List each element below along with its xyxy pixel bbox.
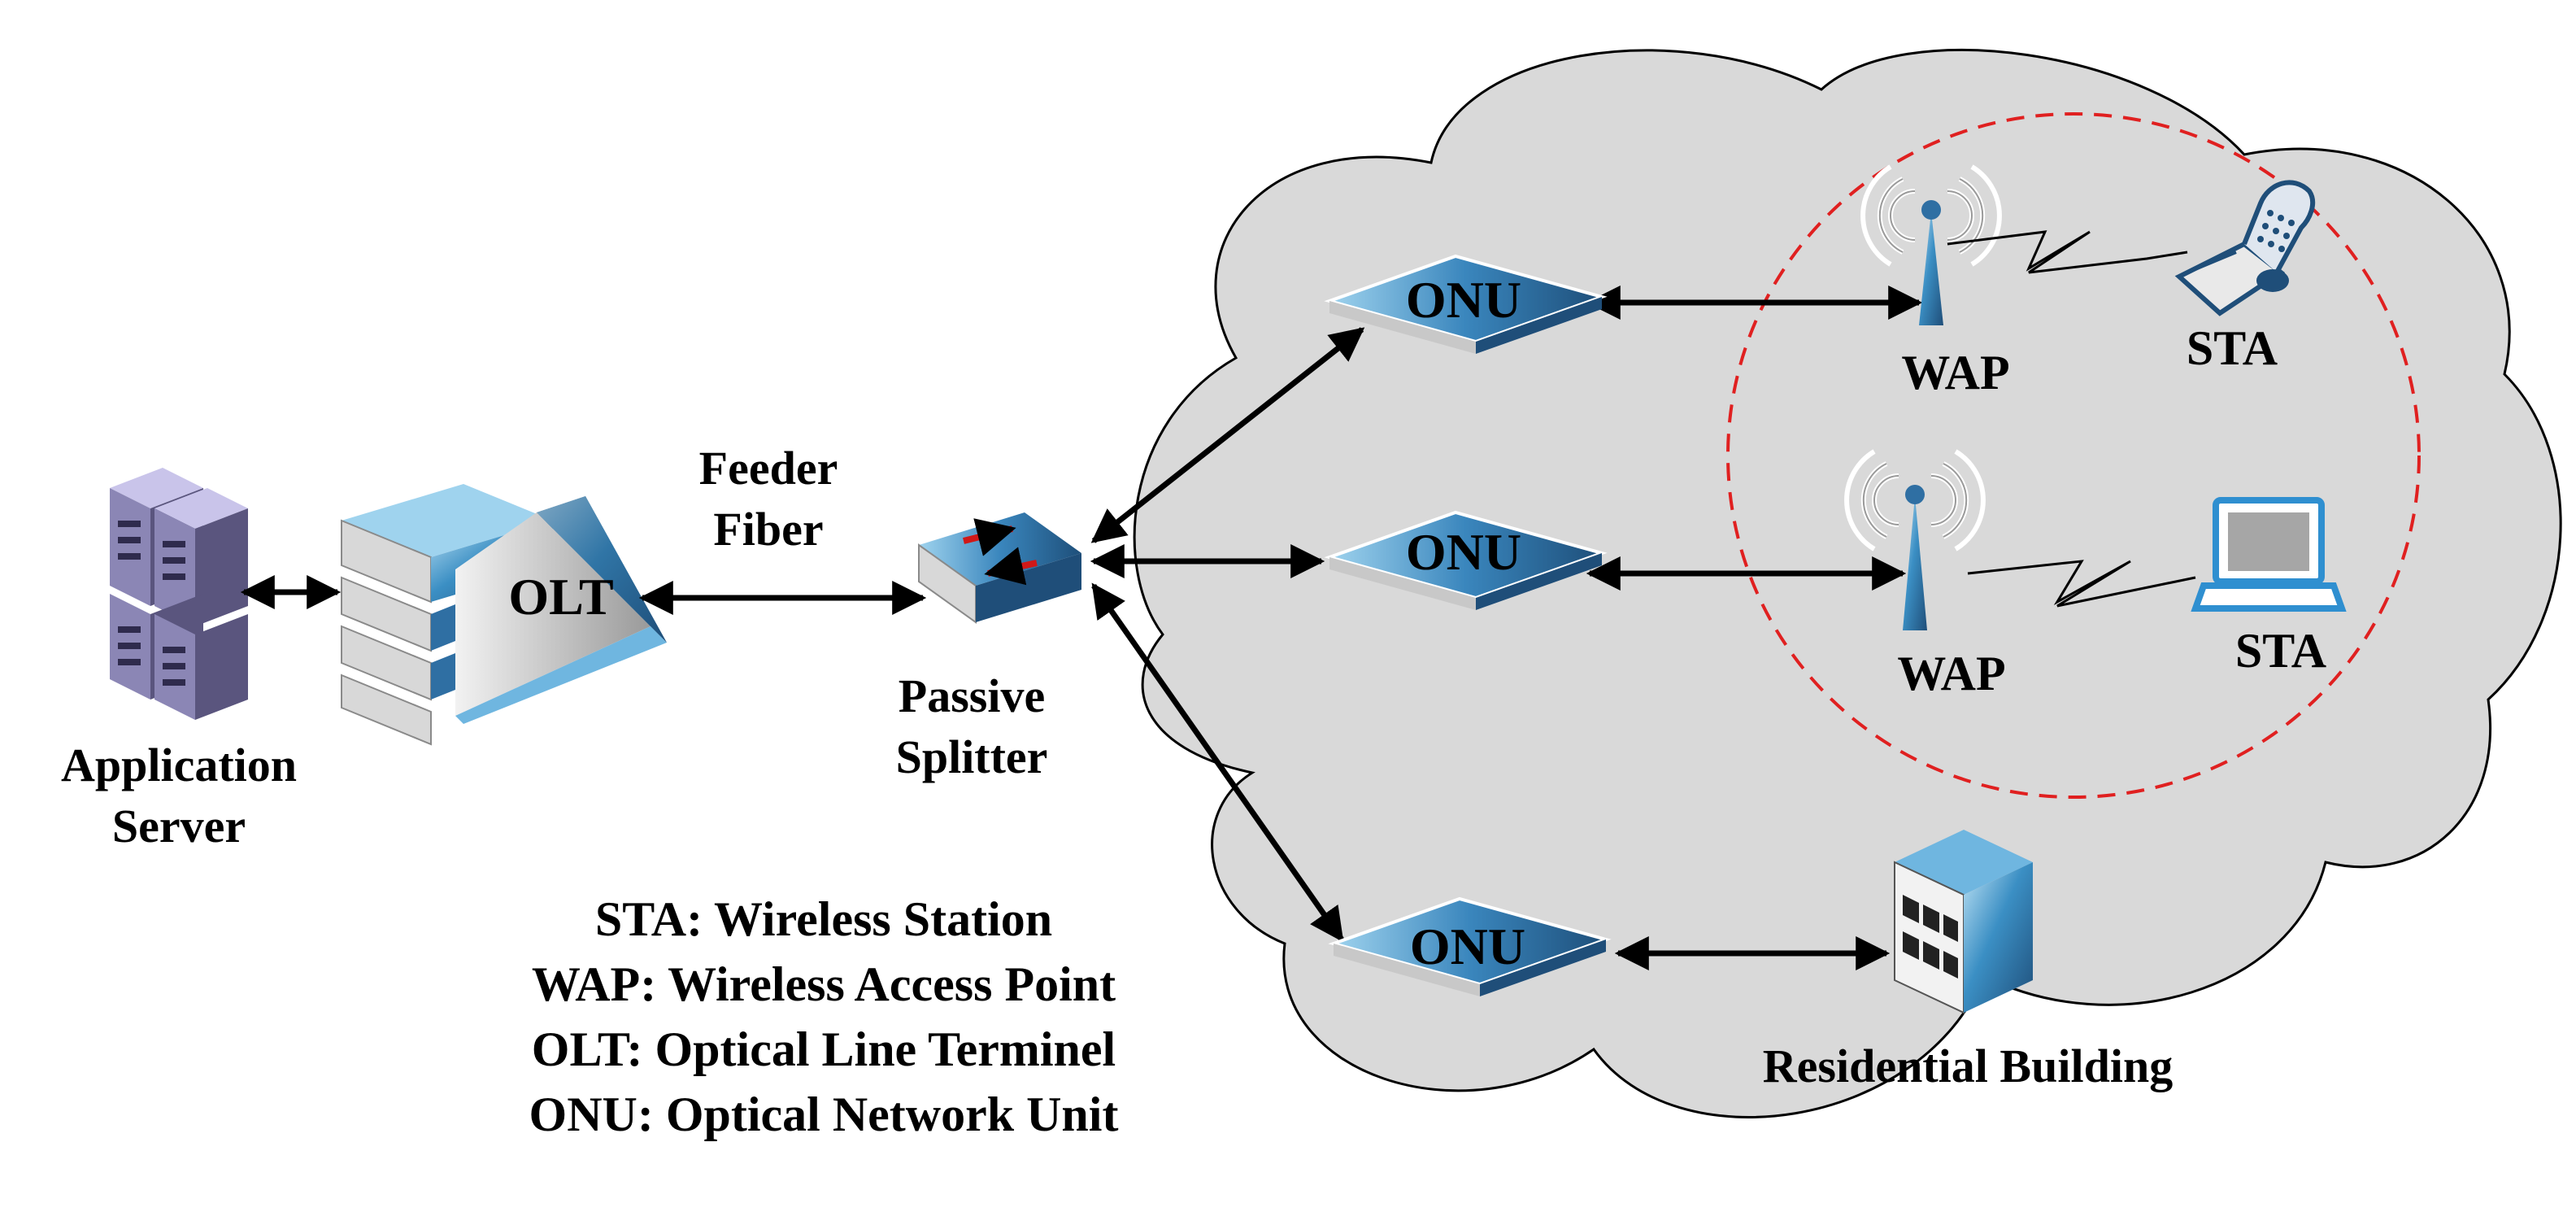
links [240, 286, 1923, 970]
onu-mid-label: ONU [1406, 523, 1521, 581]
application-server-label-1: Application [61, 739, 297, 791]
link-splitter-onu-bottom [1091, 582, 1344, 943]
onu-bottom-label: ONU [1410, 918, 1525, 975]
application-server-label-2: Server [112, 800, 246, 852]
wap-mid-label: WAP [1897, 647, 2005, 700]
passive-splitter-label-2: Splitter [896, 730, 1048, 783]
sta-top-phone-icon [2174, 180, 2316, 316]
legend-item-olt: OLT: Optical Line Terminel [532, 1022, 1116, 1076]
wap-mid-icon [1844, 449, 1986, 630]
residential-building-label: Residential Building [1763, 1040, 2173, 1092]
passive-splitter-label-1: Passive [899, 669, 1045, 722]
application-server-icon [110, 468, 248, 720]
legend: STA: Wireless Station WAP: Wireless Acce… [529, 892, 1119, 1141]
wireless-coverage-boundary [1726, 112, 2421, 799]
wireless-link-top [1947, 230, 2188, 274]
legend-item-sta: STA: Wireless Station [595, 892, 1052, 946]
olt-icon [341, 484, 667, 746]
wap-top-label: WAP [1901, 346, 2009, 399]
passive-splitter-icon [918, 512, 1081, 624]
link-splitter-onu-top [1090, 327, 1365, 543]
feeder-fiber-label-2: Fiber [713, 503, 823, 556]
legend-item-onu: ONU: Optical Network Unit [529, 1088, 1119, 1141]
onu-bottom-icon [1328, 896, 1612, 996]
olt-label: OLT [508, 568, 613, 626]
onu-top-label: ONU [1406, 271, 1521, 329]
onu-top-icon [1324, 254, 1608, 354]
sta-mid-laptop-icon [2191, 497, 2347, 612]
sta-mid-label: STA [2235, 624, 2326, 678]
wap-top-icon [1860, 164, 2002, 325]
feeder-fiber-label-1: Feeder [699, 442, 838, 495]
onu-mid-icon [1324, 510, 1608, 610]
residential-building-icon [1894, 830, 2033, 1014]
legend-item-wap: WAP: Wireless Access Point [532, 957, 1116, 1011]
wireless-link-mid [1967, 560, 2196, 608]
sta-top-label: STA [2187, 321, 2278, 375]
